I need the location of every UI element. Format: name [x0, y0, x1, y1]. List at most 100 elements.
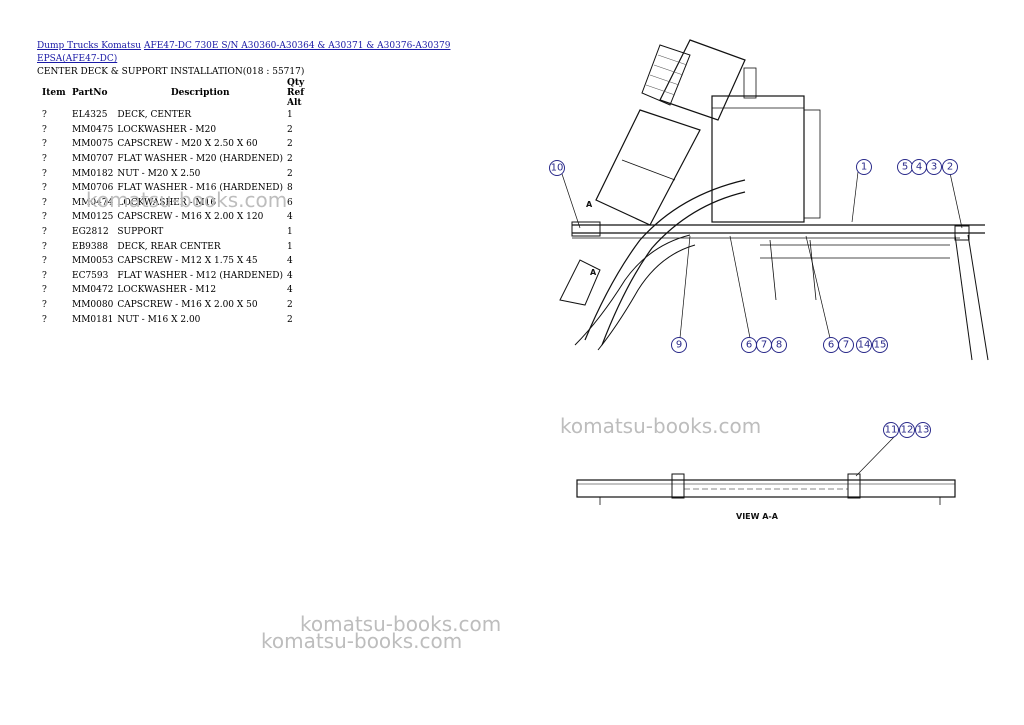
cell-description: FLAT WASHER - M20 (HARDENED) [117, 154, 283, 165]
deck-assembly-drawing: A A [559, 39, 989, 361]
cell-qty: 1 [286, 227, 293, 238]
col-partno-header: PartNo [72, 88, 108, 98]
cell-description: NUT - M16 X 2.00 [117, 314, 201, 325]
cell-description: LOCKWASHER - M16 [117, 197, 217, 208]
cell-item: ? [42, 154, 47, 165]
cell-partno: EB9388 [72, 241, 109, 252]
callout-number: 1 [861, 162, 867, 173]
breadcrumb-link-epsa[interactable]: EPSA(AFE47-DC) [37, 54, 118, 64]
callout-number: 7 [843, 340, 849, 351]
callout-circle [883, 422, 899, 438]
callout-number: 9 [676, 340, 682, 351]
cell-partno: MM0706 [72, 183, 114, 194]
cell-partno: MM0053 [72, 256, 114, 267]
cell-description: LOCKWASHER - M20 [117, 124, 217, 135]
callout-number: 15 [874, 340, 887, 351]
cell-partno: MM0182 [72, 168, 114, 179]
cell-partno: MM0075 [72, 139, 114, 150]
watermark-text: komatsu-books.com [86, 188, 288, 212]
cell-partno: MM0181 [72, 314, 114, 325]
cell-item: ? [42, 256, 47, 267]
callout-number: 10 [551, 163, 564, 174]
callout-circle [856, 337, 872, 353]
breadcrumb-link-model[interactable]: AFE47-DC 730E S/N A30360-A30364 & A30371… [143, 41, 451, 51]
cell-qty: 2 [286, 300, 293, 311]
callout-number: 2 [947, 162, 953, 173]
cell-item: ? [42, 139, 47, 150]
breadcrumb: Dump Trucks Komatsu AFE47-DC 730E S/N A3… [37, 40, 450, 53]
cell-description: LOCKWASHER - M12 [117, 285, 217, 296]
cell-item: ? [42, 197, 47, 208]
cell-item: ? [42, 227, 47, 238]
cell-description: DECK, CENTER [117, 110, 192, 121]
view-a-a-drawing: VIEW A-A [576, 435, 956, 521]
cell-partno: MM0472 [72, 285, 114, 296]
watermark-text: komatsu-books.com [560, 414, 762, 438]
callout-number: 14 [858, 340, 871, 351]
section-label: A [586, 200, 593, 209]
cell-description: CAPSCREW - M16 X 2.00 X 120 [117, 212, 264, 223]
cell-partno: MM0125 [72, 212, 114, 223]
cell-qty: 2 [286, 124, 293, 135]
cell-description: CAPSCREW - M12 X 1.75 X 45 [117, 256, 258, 267]
cell-partno: EL4325 [72, 110, 108, 121]
cell-partno: EG2812 [72, 227, 109, 238]
cell-description: FLAT WASHER - M12 (HARDENED) [117, 270, 283, 281]
callout-circle [872, 337, 888, 353]
callout-circle [741, 337, 757, 353]
callout-circle [942, 159, 958, 175]
cell-qty: 2 [286, 314, 293, 325]
callout-circle [823, 337, 839, 353]
header: Dump Trucks Komatsu AFE47-DC 730E S/N A3… [37, 40, 450, 79]
watermark-text: komatsu-books.com [300, 612, 502, 636]
callout-circle [926, 159, 942, 175]
callout-number: 6 [828, 340, 834, 351]
cell-partno: EC7593 [72, 270, 109, 281]
callout-number: 7 [761, 340, 767, 351]
cell-qty: 2 [286, 154, 293, 165]
section-label: A [590, 268, 597, 277]
cell-qty: 6 [286, 197, 293, 208]
watermark-text: komatsu-books.com [261, 629, 463, 653]
cell-partno: MM0080 [72, 300, 114, 311]
cell-item: ? [42, 168, 47, 179]
callout-number: 5 [902, 162, 908, 173]
callout-circle [911, 159, 927, 175]
parts-table: Item PartNo Description Qty Ref Alt ? EL4… [37, 78, 306, 327]
cell-qty: 8 [286, 183, 293, 194]
cell-item: ? [42, 300, 47, 311]
cell-item: ? [42, 241, 47, 252]
breadcrumb-link-dump-trucks[interactable]: Dump Trucks Komatsu [37, 41, 142, 51]
cell-qty: 4 [286, 285, 293, 296]
cell-item: ? [42, 124, 47, 135]
callout-circle [838, 337, 854, 353]
cell-partno: MM0475 [72, 124, 114, 135]
cell-partno: MM0474 [72, 197, 114, 208]
callout-number: 3 [931, 162, 937, 173]
col-description-header: Description [170, 88, 230, 98]
callout-circle [671, 337, 687, 353]
callout-number: 4 [916, 162, 922, 173]
cell-qty: 1 [286, 110, 293, 121]
col-item-header: Item [42, 88, 66, 98]
parts-table-header: Item PartNo Description Qty Ref Alt [37, 78, 306, 108]
col-qty-header: Qty Ref Alt [286, 78, 305, 108]
cell-item: ? [42, 183, 47, 194]
cell-qty: 2 [286, 139, 293, 150]
cell-qty: 2 [286, 168, 293, 179]
cell-qty: 4 [286, 270, 293, 281]
callout-number: 6 [746, 340, 752, 351]
callout-number: 12 [901, 425, 914, 436]
